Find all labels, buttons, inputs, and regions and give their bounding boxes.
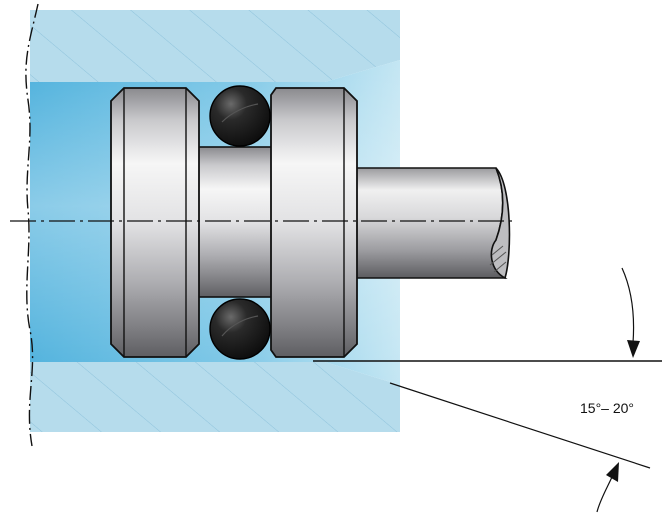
piston-groove	[195, 146, 275, 298]
angle-arrow-top	[621, 267, 640, 358]
angle-arrow-bottom	[596, 462, 619, 513]
o-ring-bottom	[209, 298, 271, 360]
housing	[30, 10, 400, 432]
o-ring-top	[209, 85, 271, 147]
rod-break-section	[490, 167, 511, 280]
piston-rod	[353, 167, 511, 280]
break-line	[25, 3, 39, 447]
angle-label: 15°– 20°	[580, 400, 634, 416]
chamfer-extension-line	[389, 382, 651, 469]
piston-left-land	[110, 87, 200, 358]
piston-right-land	[270, 87, 358, 358]
